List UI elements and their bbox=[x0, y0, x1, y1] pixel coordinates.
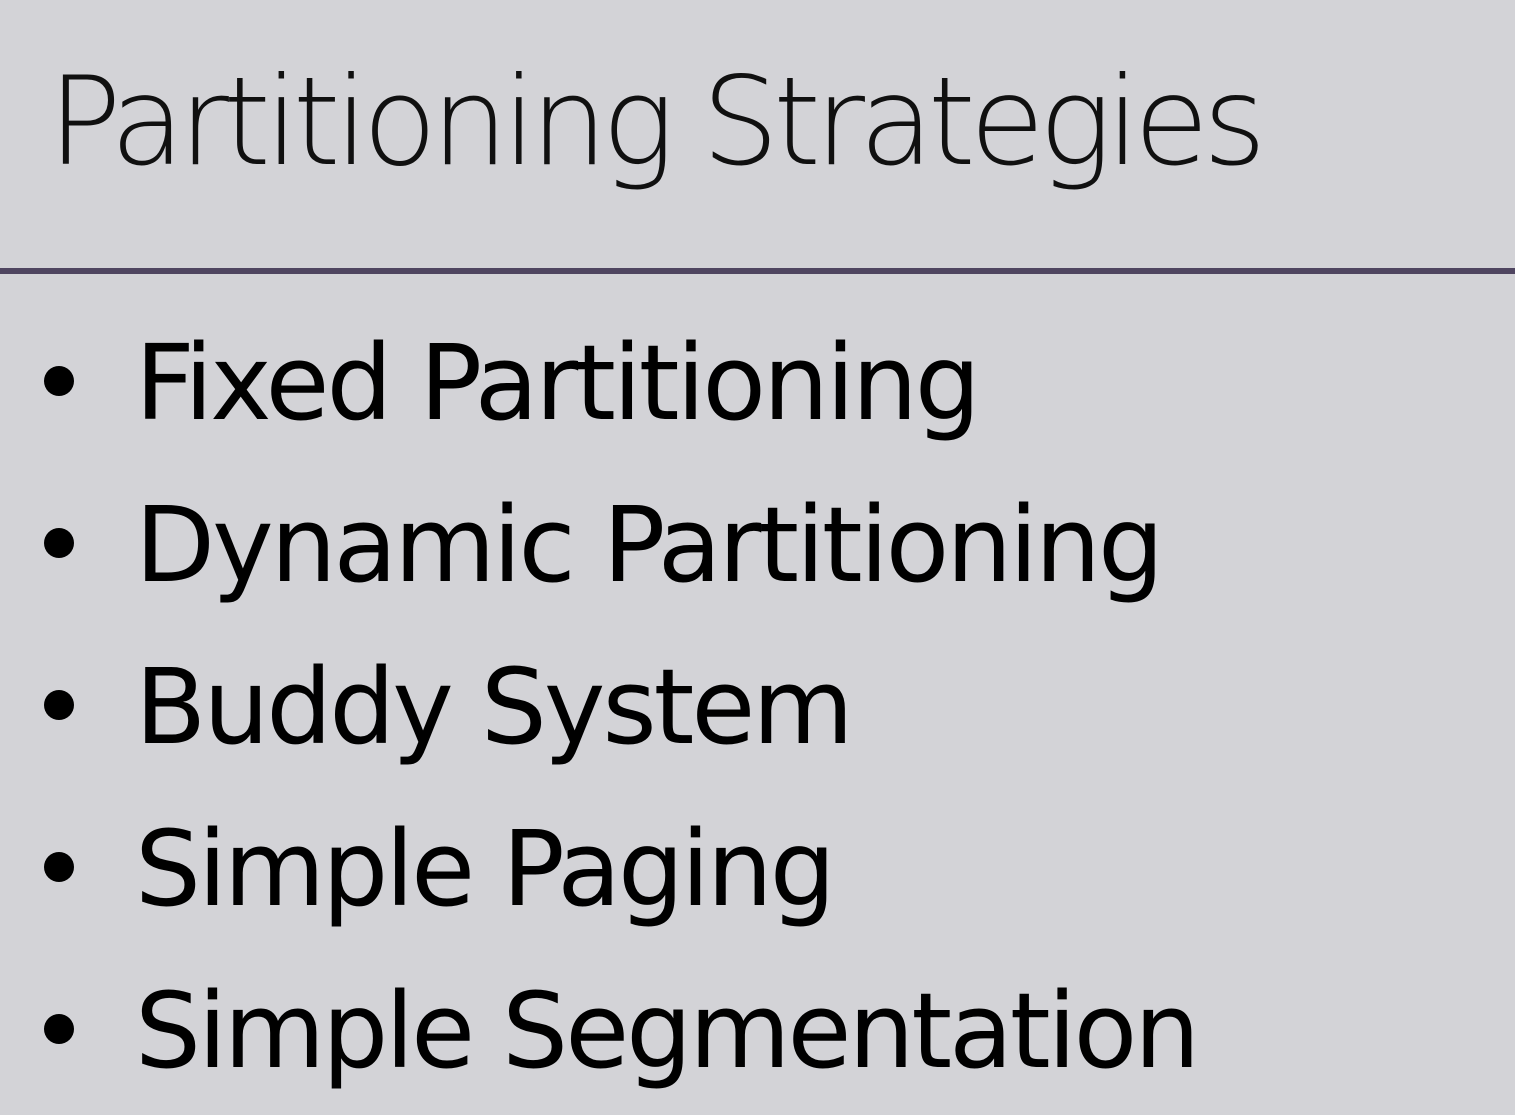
bullet-text: Simple Paging bbox=[135, 808, 836, 930]
bullet-text: Fixed Partitioning bbox=[135, 322, 981, 444]
bullet-icon bbox=[44, 1014, 74, 1044]
bullet-text: Buddy System bbox=[135, 646, 854, 768]
slide-title: Partitioning Strategies bbox=[48, 51, 1266, 193]
bullet-icon bbox=[44, 852, 74, 882]
bullet-text: Simple Segmentation bbox=[135, 970, 1200, 1092]
bullet-icon bbox=[44, 690, 74, 720]
title-divider bbox=[0, 268, 1515, 274]
bullet-icon bbox=[44, 366, 74, 396]
bullet-text: Dynamic Partitioning bbox=[135, 484, 1164, 606]
bullet-icon bbox=[44, 528, 74, 558]
